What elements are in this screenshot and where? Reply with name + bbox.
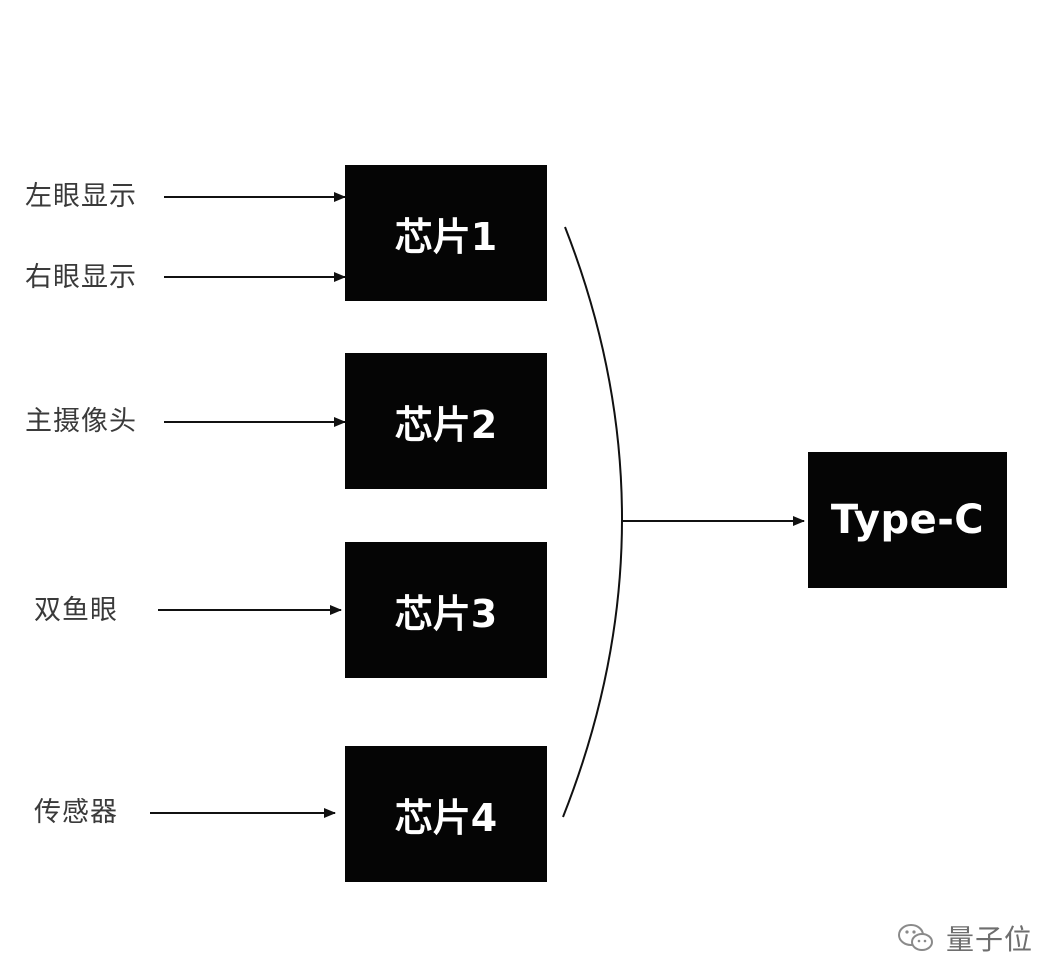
input-label-left-eye-display: 左眼显示 <box>25 181 137 212</box>
input-label-main-camera: 主摄像头 <box>25 406 137 437</box>
input-label-sensor: 传感器 <box>34 797 118 828</box>
chip1-box: 芯片1 <box>345 165 547 301</box>
chip2-box: 芯片2 <box>345 353 547 489</box>
wechat-icon <box>898 924 933 951</box>
chip4-box: 芯片4 <box>345 746 547 882</box>
watermark: 量子位 <box>896 918 1033 958</box>
chip1-label: 芯片1 <box>394 214 498 259</box>
input-label-dual-fisheye: 双鱼眼 <box>34 595 118 626</box>
chip3-box: 芯片3 <box>345 542 547 678</box>
typec-label: Type-C <box>830 497 985 543</box>
chip3-label: 芯片3 <box>394 591 498 636</box>
input-label-right-eye-display: 右眼显示 <box>25 262 137 293</box>
merge-bracket-curve <box>562 226 623 818</box>
chip4-label: 芯片4 <box>394 795 498 840</box>
typec-box: Type-C <box>808 452 1007 588</box>
watermark-text: 量子位 <box>946 923 1034 956</box>
chip2-label: 芯片2 <box>394 402 498 447</box>
